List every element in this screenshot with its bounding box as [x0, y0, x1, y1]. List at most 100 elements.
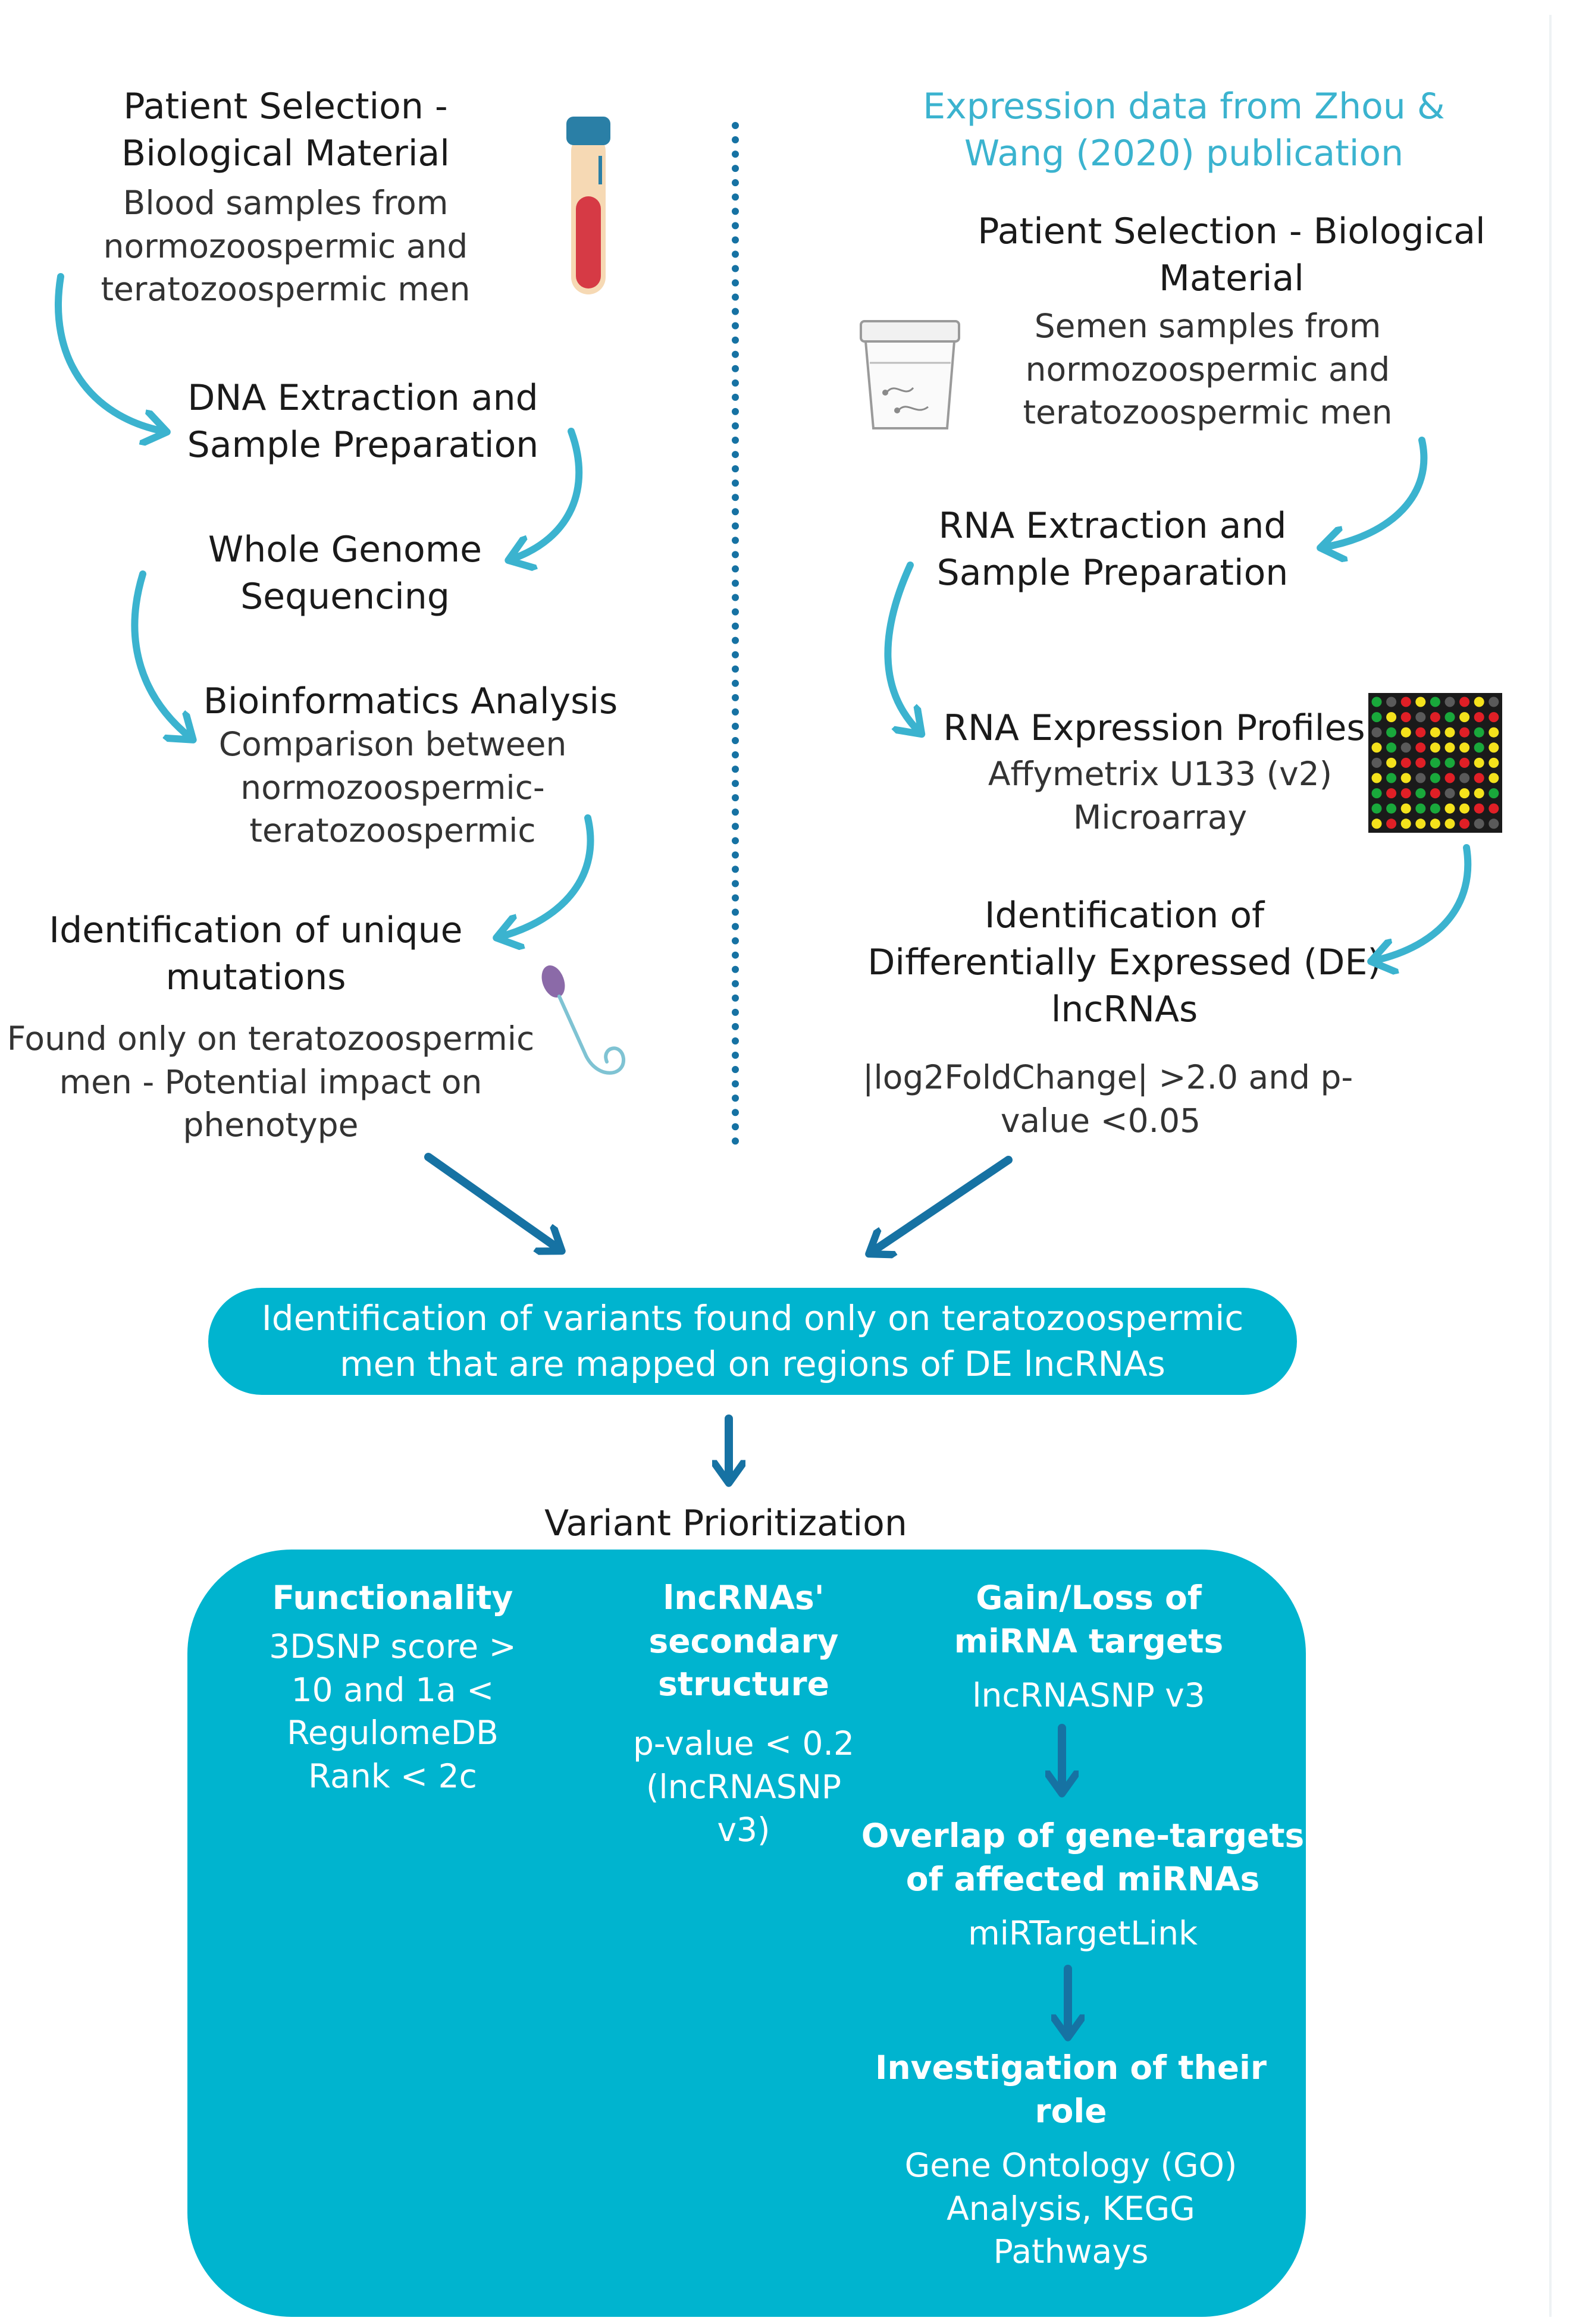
microarray-dot	[1459, 697, 1470, 707]
microarray-dot	[1430, 712, 1440, 723]
right-step3-title: RNA Expression Profiles	[943, 707, 1365, 749]
microarray-dot	[1474, 727, 1484, 738]
microarray-dot	[1386, 788, 1397, 799]
microarray-dot	[1430, 803, 1440, 814]
structure-desc: p-value < 0.2 (lncRNASNP v3)	[632, 1724, 855, 1849]
microarray-dot	[1444, 757, 1455, 768]
overlap-title: Overlap of gene-targets of affected miRN…	[861, 1817, 1305, 1898]
microarray-dot	[1444, 818, 1455, 829]
prioritization-title: Variant Prioritization	[544, 1503, 907, 1544]
microarray-dot	[1386, 818, 1397, 829]
microarray-dot	[1489, 788, 1499, 799]
arrow-merge-right	[872, 1156, 1013, 1252]
microarray-dot	[1459, 788, 1470, 799]
microarray-dot	[1400, 697, 1411, 707]
microarray-dot	[1474, 712, 1484, 723]
arrow-left-2	[512, 428, 583, 559]
microarray-dot	[1415, 742, 1426, 753]
sample-cup-icon	[860, 320, 960, 429]
microarray-dot	[1386, 697, 1397, 707]
microarray-dot	[1474, 803, 1484, 814]
microarray-dot	[1474, 742, 1484, 753]
microarray-dot	[1430, 697, 1440, 707]
right-step3-desc: Affymetrix U133 (v2) Microarray	[988, 755, 1333, 836]
microarray-dot	[1474, 788, 1484, 799]
left-step3-title: Whole Genome Sequencing	[208, 529, 482, 618]
microarray-dot	[1444, 727, 1455, 738]
microarray-dot	[1371, 742, 1382, 753]
microarray-dot	[1371, 773, 1382, 783]
right-step4-title: Identification of Differentially Express…	[867, 895, 1381, 1031]
microarray-dot	[1400, 773, 1411, 783]
left-step5-title: Identification of unique mutations	[49, 909, 463, 999]
microarray-dot	[1474, 757, 1484, 768]
microarray-dot	[1489, 818, 1499, 829]
microarray-dot	[1430, 742, 1440, 753]
prioritization-box	[187, 1550, 1306, 2317]
microarray-dot	[1459, 727, 1470, 738]
blood-tube-icon	[566, 117, 610, 294]
right-step2-title: RNA Extraction and Sample Preparation	[936, 505, 1289, 594]
microarray-dot	[1386, 803, 1397, 814]
microarray-dot	[1444, 697, 1455, 707]
microarray-dot	[1489, 773, 1499, 783]
microarray-dot	[1489, 742, 1499, 753]
microarray-dot	[1415, 712, 1426, 723]
microarray-dot	[1459, 757, 1470, 768]
mirna-desc: lncRNASNP v3	[972, 1676, 1205, 1714]
microarray-dot	[1415, 818, 1426, 829]
mirna-title: Gain/Loss of miRNA targets	[954, 1579, 1224, 1660]
microarray-dot	[1386, 757, 1397, 768]
left-step4-desc: Comparison between normozoospermic- tera…	[218, 725, 567, 850]
microarray-dot	[1371, 757, 1382, 768]
structure-title: lncRNAs' secondary structure	[648, 1579, 839, 1704]
arrow-merge-left	[424, 1153, 559, 1249]
microarray-dot	[1474, 818, 1484, 829]
microarray-dot	[1489, 727, 1499, 738]
microarray-dot	[1444, 788, 1455, 799]
microarray-icon	[1368, 693, 1502, 833]
microarray-dot	[1400, 712, 1411, 723]
left-step1-title: Patient Selection - Biological Material	[121, 86, 450, 175]
microarray-dot	[1430, 727, 1440, 738]
merge-text: Identification of variants found only on…	[261, 1298, 1244, 1384]
microarray-dot	[1444, 712, 1455, 723]
microarray-dot	[1400, 818, 1411, 829]
microarray-dot	[1444, 742, 1455, 753]
investigation-title: Investigation of their role	[875, 2049, 1267, 2130]
microarray-dot	[1415, 773, 1426, 783]
microarray-dot	[1371, 712, 1382, 723]
microarray-dot	[1415, 757, 1426, 768]
microarray-dot	[1444, 773, 1455, 783]
left-step5-desc: Found only on teratozoospermic men - Pot…	[7, 1020, 535, 1144]
microarray-dot	[1400, 788, 1411, 799]
microarray-dot	[1415, 697, 1426, 707]
microarray-dot	[1474, 697, 1484, 707]
microarray-dot	[1459, 818, 1470, 829]
left-step2-title: DNA Extraction and Sample Preparation	[187, 377, 539, 466]
microarray-dot	[1430, 773, 1440, 783]
merge-pill	[208, 1288, 1297, 1395]
microarray-dot	[1459, 742, 1470, 753]
microarray-dot	[1371, 803, 1382, 814]
right-step1-desc: Semen samples from normozoospermic and t…	[1023, 307, 1393, 432]
microarray-dot	[1459, 803, 1470, 814]
arrow-left-3	[131, 570, 190, 738]
microarray-dot	[1459, 712, 1470, 723]
microarray-dot	[1489, 697, 1499, 707]
microarray-dot	[1400, 742, 1411, 753]
microarray-dot	[1430, 818, 1440, 829]
functionality-desc: 3DSNP score > 10 and 1a < RegulomeDB Ran…	[269, 1627, 516, 1795]
microarray-dot	[1430, 788, 1440, 799]
microarray-dot	[1415, 788, 1426, 799]
microarray-dot	[1371, 727, 1382, 738]
microarray-dot	[1386, 773, 1397, 783]
right-edge-rule	[1549, 15, 1552, 2317]
microarray-dot	[1474, 773, 1484, 783]
microarray-dot	[1415, 803, 1426, 814]
right-source-label: Expression data from Zhou & Wang (2020) …	[923, 86, 1445, 175]
right-step1-title: Patient Selection - Biological Material	[977, 211, 1486, 300]
microarray-dot	[1400, 757, 1411, 768]
arrow-right-1	[1324, 437, 1428, 547]
